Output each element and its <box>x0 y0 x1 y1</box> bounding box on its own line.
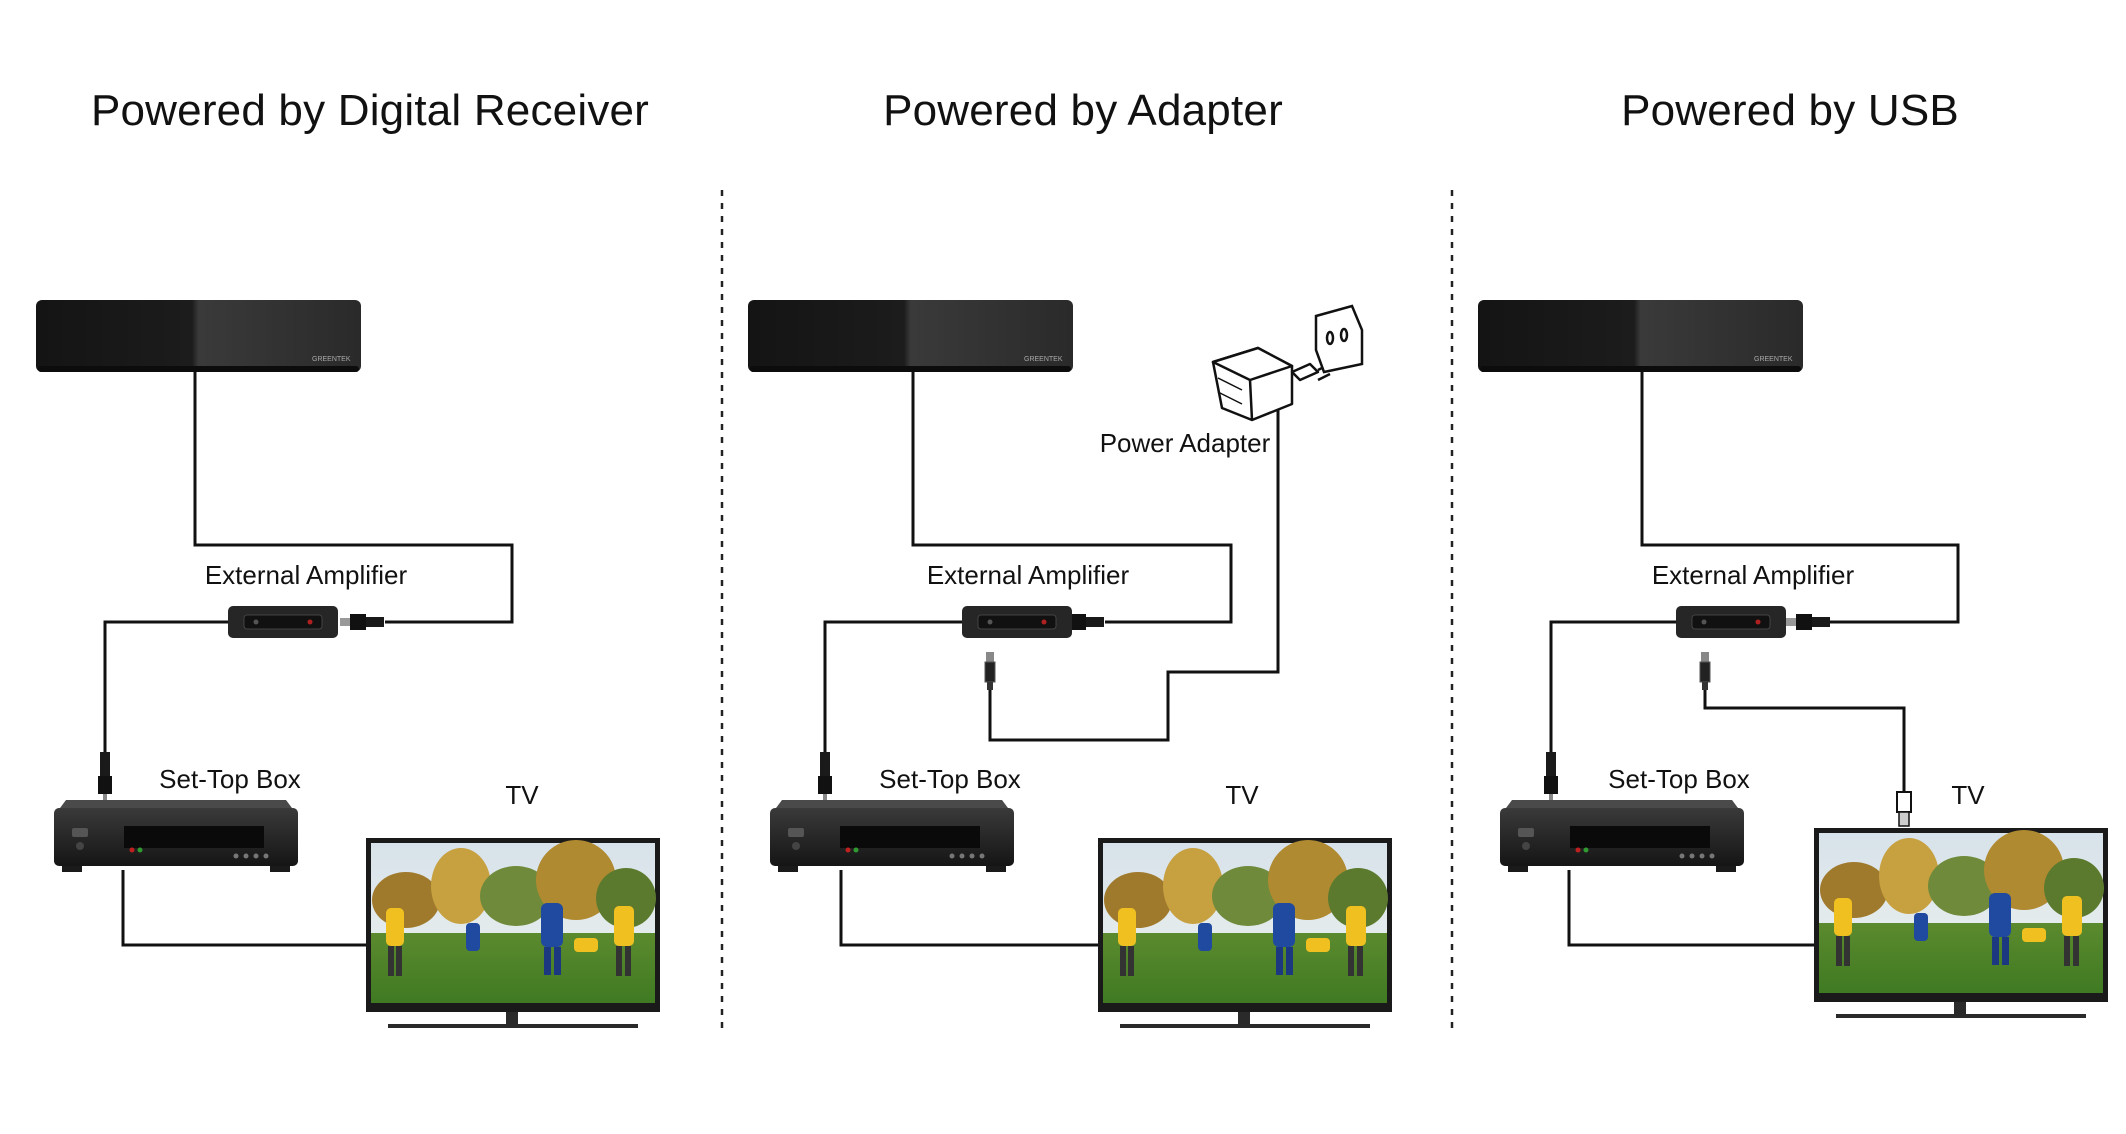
tv-icon <box>1814 828 2108 1018</box>
receiver-cable <box>103 620 228 758</box>
panel-title-usb: Powered by USB <box>1621 86 1959 135</box>
hdmi-cable <box>121 870 366 947</box>
power-adapter-icon <box>1211 346 1331 422</box>
antenna-cable <box>1640 372 1960 624</box>
dc-jack-icon <box>984 651 996 691</box>
coax-connector-icon <box>1544 752 1558 800</box>
panel-adapter: GREENTEK <box>748 300 1392 1028</box>
antenna-cable <box>193 372 514 624</box>
wall-socket-icon <box>1314 304 1364 374</box>
hdmi-cable <box>1567 870 1814 947</box>
panel-usb: GREENTEK <box>1478 300 2108 1018</box>
amplifier-label: External Amplifier <box>1651 560 1855 590</box>
amplifier-icon <box>227 605 339 639</box>
panel-receiver: GREENTEK <box>36 300 660 1028</box>
coax-connector-icon <box>818 752 832 800</box>
antenna-cable <box>911 372 1233 624</box>
tv-icon <box>366 838 660 1028</box>
usb-cable <box>1703 688 1906 792</box>
set-top-box-icon <box>770 800 1014 872</box>
coax-plug-icon <box>340 614 384 630</box>
set-top-box-label: Set-Top Box <box>879 764 1021 794</box>
set-top-box-icon <box>1500 800 1744 872</box>
receiver-cable <box>823 620 962 758</box>
power-adapter-label: Power Adapter <box>1099 428 1271 458</box>
set-top-box-icon <box>54 800 298 872</box>
usb-plug-icon <box>1896 791 1912 827</box>
panel-title-adapter: Powered by Adapter <box>883 86 1283 135</box>
set-top-box-label: Set-Top Box <box>1608 764 1750 794</box>
amplifier-icon <box>961 605 1073 639</box>
coax-connector-icon <box>98 752 112 800</box>
amplifier-label: External Amplifier <box>926 560 1130 590</box>
panel-title-receiver: Powered by Digital Receiver <box>90 86 650 135</box>
tv-label: TV <box>1225 780 1259 810</box>
amplifier-label: External Amplifier <box>204 560 408 590</box>
power-cable <box>988 405 1280 742</box>
tv-label: TV <box>1951 780 1985 810</box>
receiver-cable <box>1549 620 1676 758</box>
hdmi-cable <box>839 870 1098 947</box>
antenna-brand-logo: GREENTEK <box>1754 356 1793 363</box>
antenna-brand-logo: GREENTEK <box>1024 356 1063 363</box>
set-top-box-label: Set-Top Box <box>159 764 301 794</box>
dc-jack-icon <box>1699 651 1711 691</box>
tv-label: TV <box>505 780 539 810</box>
coax-plug-icon <box>1786 614 1830 630</box>
antenna-brand-logo: GREENTEK <box>312 356 351 363</box>
tv-icon <box>1098 838 1392 1028</box>
amplifier-icon <box>1675 605 1787 639</box>
